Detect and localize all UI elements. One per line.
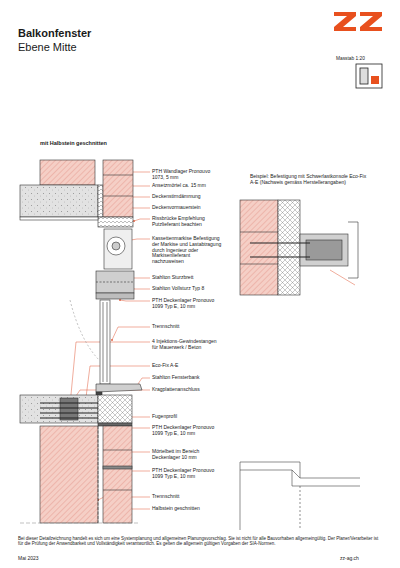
page-title: Balkonfenster bbox=[18, 27, 91, 40]
section-heading: mit Halbstein geschnitten bbox=[40, 140, 160, 146]
detail-note: Beispiel: Befestigung mit Schwerlastkons… bbox=[250, 174, 368, 186]
leader-dot bbox=[111, 339, 113, 341]
part-label: Kragplattenanschluss bbox=[152, 387, 222, 393]
leader-dot bbox=[119, 299, 121, 301]
part-label: Mörtelbett im Bereich Deckenlager 10 mm bbox=[152, 449, 222, 461]
window-frame bbox=[70, 300, 110, 384]
bracket-detail bbox=[240, 200, 358, 295]
part-label: Deckenstirndämmung bbox=[152, 194, 222, 200]
scale-note: Masstab 1:20 bbox=[336, 56, 396, 62]
part-label: PTH Deckenlager Pronouvo 1099 Typ E, 10 … bbox=[152, 298, 222, 310]
leader-line bbox=[134, 219, 150, 221]
footer-web: zz-ag.ch bbox=[340, 556, 385, 562]
key-icon bbox=[356, 64, 382, 88]
part-label: 4 Injektions-Gewindestangen für Mauerwer… bbox=[152, 339, 222, 351]
part-label: Stahlton Sturzbrett bbox=[152, 275, 222, 281]
company-logo bbox=[334, 12, 382, 31]
part-label: Kassettenmarkise Befestigung der Markise… bbox=[152, 236, 222, 265]
part-label: PTH Deckenlager Pronouvo 1099 Typ E, 10 … bbox=[152, 425, 222, 437]
part-label: Stahlton Fensterbank bbox=[152, 375, 222, 381]
part-label: Fugenprofil bbox=[152, 414, 222, 420]
halbstein-detail bbox=[240, 462, 360, 530]
part-label: Halbstein geschnitten bbox=[152, 506, 222, 512]
upper-section bbox=[20, 160, 134, 299]
leader-line bbox=[131, 239, 150, 240]
leader-line bbox=[112, 327, 150, 340]
part-label: Deckenvormauerstein bbox=[152, 205, 222, 211]
disclaimer-note: Bei dieser Detailzeichnung handelt es si… bbox=[18, 536, 383, 546]
footer-date: Mai 2023 bbox=[18, 556, 98, 562]
part-label: Stahlton Vollsturz Typ 8 bbox=[152, 286, 222, 292]
part-label: PTH Wandlager Pronouvo 1073, 5 mm bbox=[152, 169, 222, 181]
part-label: Rissbrücke Empfehlung Putzlieferant beac… bbox=[152, 216, 222, 228]
part-label: Trennschnitt bbox=[152, 494, 222, 500]
leader-dot bbox=[133, 220, 135, 222]
lower-section bbox=[20, 384, 142, 523]
leader-line bbox=[120, 300, 150, 301]
part-label: Eco-Fix A-E bbox=[152, 363, 222, 369]
part-label: Trennschnitt bbox=[152, 324, 222, 330]
subtitle: Ebene Mitte bbox=[18, 41, 178, 54]
part-label: Ansetzmörtel ca. 15 mm bbox=[152, 183, 222, 189]
part-label: PTH Deckenlager Pronouvo 1099 Typ E, 10 … bbox=[152, 468, 222, 480]
